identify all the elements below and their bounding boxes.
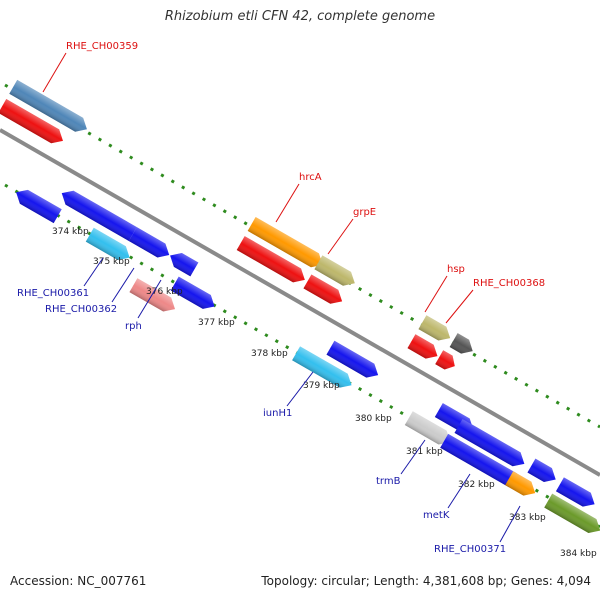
rhe-ch00362-callout [111, 267, 135, 303]
gene-red-4-shade [407, 334, 438, 359]
rhe-ch00368-callout [445, 289, 474, 324]
gene-blue-5-shade [326, 340, 379, 378]
gene-hsp-shade [418, 315, 451, 341]
rph-label[interactable]: rph [125, 321, 142, 332]
hsp-callout [424, 275, 448, 313]
gene-trmb-shade [404, 411, 451, 445]
gene-red-5-shade [435, 350, 455, 370]
gene-rph-shade [129, 278, 176, 312]
gene-metk-2-shade [527, 458, 556, 482]
gene-blue-1-shade [61, 190, 137, 241]
kbp-label: 377 kbp [198, 318, 235, 328]
gene-metk-shade [454, 419, 525, 467]
accession-text: Accession: NC_007761 [10, 574, 147, 588]
gene-blue-7-shade [440, 433, 521, 488]
kbp-label: 379 kbp [303, 381, 340, 391]
rhe-ch00359-label[interactable]: RHE_CH00359 [66, 41, 138, 52]
rhe-ch00361-callout [83, 257, 104, 287]
gene-blue-8-shade [555, 477, 595, 507]
gene-blue-4-shade [170, 276, 215, 309]
kbp-label: 375 kbp [93, 257, 130, 267]
gene-grpe-shade [314, 255, 355, 286]
rhe-ch00362-label[interactable]: RHE_CH00362 [45, 304, 117, 315]
genome-backbone [0, 128, 600, 477]
hrca-label[interactable]: hrcA [299, 172, 322, 183]
grpe-label[interactable]: grpE [353, 207, 376, 218]
gene-red-3-shade [303, 274, 343, 304]
map-title: Rhizobium etli CFN 42, complete genome [164, 9, 436, 24]
gene-blue-3-shade [170, 253, 199, 277]
kbp-label: 382 kbp [458, 480, 495, 490]
rhe-ch00359-callout [42, 52, 67, 93]
rhe-ch00368-label[interactable]: RHE_CH00368 [473, 278, 545, 289]
trmb-callout [400, 439, 426, 475]
kbp-label: 376 kbp [146, 287, 183, 297]
kbp-label: 378 kbp [251, 349, 288, 359]
gene-blue-2-shade [16, 189, 62, 224]
gene-rhe-ch00371-shade [505, 471, 536, 496]
rhe-ch00371-label[interactable]: RHE_CH00371 [434, 544, 506, 555]
hrca-callout [275, 183, 300, 223]
topology-text: Topology: circular; Length: 4,381,608 bp… [261, 574, 591, 588]
metk-callout [447, 473, 471, 509]
kbp-label: 374 kbp [52, 227, 89, 237]
kbp-label: 383 kbp [509, 513, 546, 523]
metk-label[interactable]: metK [423, 510, 450, 521]
grpe-callout [327, 218, 354, 255]
iunh1-callout [286, 371, 314, 407]
gene-rhe-ch00362-shade [85, 227, 130, 261]
kbp-label: 380 kbp [355, 414, 392, 424]
gene-red-2-shade [236, 236, 305, 283]
gene-rhe-ch00359-shade [9, 79, 87, 132]
gene-rhe-ch00361-shade [128, 227, 170, 258]
hsp-label[interactable]: hsp [447, 264, 465, 275]
gene-olive-shade [544, 493, 600, 533]
gene-hrca-shade [247, 217, 323, 268]
rhe-ch00361-label[interactable]: RHE_CH00361 [17, 288, 89, 299]
kbp-label: 384 kbp [560, 549, 597, 559]
trmb-label[interactable]: trmB [376, 476, 401, 487]
iunh1-label[interactable]: iunH1 [263, 408, 292, 419]
rhe-ch00371-callout [499, 505, 521, 543]
rph-callout [137, 279, 162, 319]
gene-red-1-shade [0, 99, 63, 144]
gene-iunh1-shade [292, 346, 352, 388]
gene-darkgray-shade [449, 333, 473, 354]
kbp-label: 381 kbp [406, 447, 443, 457]
